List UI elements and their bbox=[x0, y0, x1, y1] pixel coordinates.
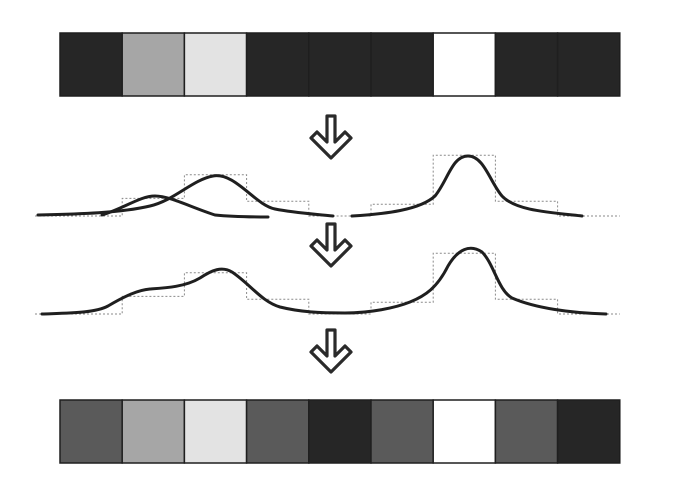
top-strip-cell-3 bbox=[245, 32, 310, 97]
combined-smooth-curve bbox=[40, 246, 608, 316]
bottom-strip-cell-8 bbox=[556, 399, 621, 464]
top-strip-cell-8 bbox=[556, 32, 621, 97]
top-strip-cell-1 bbox=[121, 32, 186, 97]
bottom-strip-cell-2 bbox=[183, 399, 248, 464]
bottom-strip-cell-7 bbox=[494, 399, 559, 464]
top-strip-cell-7 bbox=[494, 32, 559, 97]
down-arrow-icon bbox=[309, 328, 353, 374]
top-strip-cell-4 bbox=[308, 32, 372, 97]
bottom-strip-cell-1 bbox=[121, 399, 186, 464]
bottom-strip-cell-3 bbox=[245, 399, 310, 464]
bottom-strip-cell-4 bbox=[308, 399, 372, 464]
bottom-strip-cell-5 bbox=[370, 399, 434, 464]
right-peak bbox=[350, 154, 584, 218]
bottom-strip-cell-6 bbox=[432, 399, 497, 464]
down-arrow-icon bbox=[309, 222, 353, 268]
down-arrow-icon bbox=[309, 114, 353, 160]
step-outline-merged bbox=[35, 252, 620, 315]
bottom-strip-cell-0 bbox=[59, 399, 123, 464]
separate-distributions-panel bbox=[35, 154, 620, 219]
top-strip-cell-0 bbox=[59, 32, 123, 97]
bottom-color-strip bbox=[59, 399, 621, 464]
left-large-bump bbox=[36, 174, 335, 218]
left-small-bump bbox=[100, 194, 270, 219]
top-strip-cell-2 bbox=[183, 32, 248, 97]
top-strip-cell-5 bbox=[370, 32, 434, 97]
top-color-strip bbox=[59, 32, 621, 97]
step-outline-separate bbox=[35, 154, 620, 217]
top-strip-cell-6 bbox=[432, 32, 497, 97]
merged-distribution-panel bbox=[35, 246, 620, 316]
